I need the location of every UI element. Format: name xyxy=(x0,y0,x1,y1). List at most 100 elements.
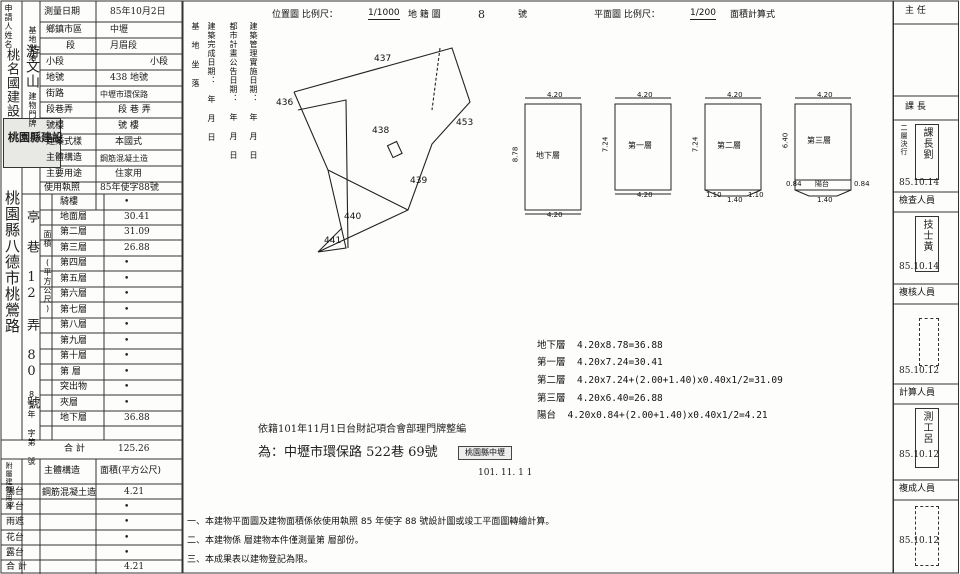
handwritten-address: 為：中壢市環保路 522巷 69號 xyxy=(258,445,438,460)
annex-structure: 鋼筋混凝土造 xyxy=(42,488,97,498)
usage-value: 住家用 xyxy=(115,169,143,179)
parcel-boundary-main xyxy=(293,47,471,253)
dim-small-3: 0.84 xyxy=(854,180,870,188)
annex-area: • xyxy=(124,517,130,527)
formula-row-3: 第三層 4.20x6.40=26.88 xyxy=(537,390,663,404)
formula-row-1: 第一層 4.20x7.24=30.41 xyxy=(537,354,663,368)
plan-label: 平面圖 比例尺： xyxy=(594,10,660,20)
plan-balcony xyxy=(794,179,852,191)
plan0-bottom: 4.20 xyxy=(547,211,563,219)
info-label-0: 建築完成日期： 年 月 日 xyxy=(207,22,216,142)
usage-label: 主要用途 xyxy=(46,169,83,179)
role-title-2: 檢查人員 xyxy=(899,196,936,206)
note-stamp: 桃園縣中壢 xyxy=(458,446,512,460)
annex-name: 雨遮 xyxy=(6,517,25,527)
plan3-bottom: 1.40 xyxy=(817,196,833,204)
role-note-1: 二層決行 xyxy=(900,124,908,156)
formula-row-0: 地下層 4.20x8.78=36.88 xyxy=(537,337,663,351)
plan-scale: 1/200 xyxy=(690,8,716,20)
sheet-suffix: 號 xyxy=(518,10,528,20)
formula-text: 4.20x8.78=36.88 xyxy=(576,340,663,351)
formula-row-4: 陽台 4.20x0.84+(2.00+1.40)x0.40x1/2=4.21 xyxy=(537,407,768,421)
annex-header-area: 面積(平方公尺) xyxy=(100,466,162,476)
floor-area: • xyxy=(124,197,130,207)
loc-value-5: 段 巷 弄 xyxy=(118,105,151,115)
role-date-2: 85.10.14 xyxy=(899,262,940,272)
floor-area: • xyxy=(124,398,130,408)
floor-area: • xyxy=(124,351,130,361)
plan1-bottom: 4.20 xyxy=(637,191,653,199)
parcel-437: 437 xyxy=(374,54,392,64)
floor-name: 第五層 xyxy=(60,274,88,284)
floor-name: 第二層 xyxy=(60,227,88,237)
plan-floor1 xyxy=(614,103,672,191)
formula-row-2: 第二層 4.20x7.24+(2.00+1.40)x0.40x1/2=31.09 xyxy=(537,372,783,386)
formula-text: 4.20x0.84+(2.00+1.40)x0.40x1/2=4.21 xyxy=(567,410,768,421)
parcel-438: 438 xyxy=(372,126,390,136)
floor-area: • xyxy=(124,305,130,315)
loc-value-0: 中壢 xyxy=(110,25,129,35)
survey-date-value: 85年10月2日 xyxy=(110,7,166,17)
location-scale: 1/1000 xyxy=(368,8,400,20)
area-calc-label: 面積計算式 xyxy=(730,10,776,20)
annex-name: 陽台 xyxy=(6,487,25,497)
floor-area: 31.09 xyxy=(124,227,150,237)
location-map-label: 位置圖 比例尺： xyxy=(272,10,338,20)
role-title-4: 計算人員 xyxy=(899,388,936,398)
plan0-width: 4.20 xyxy=(547,91,563,99)
role-name-1: 課長劉 xyxy=(921,127,932,160)
group-base: 基地坐落 xyxy=(28,26,37,62)
role-stamp-4: 測工呂 xyxy=(915,408,939,468)
structure-label: 主體構造 xyxy=(46,153,83,163)
annex-area: • xyxy=(124,502,130,512)
dim-small-2: 0.84 xyxy=(786,180,802,188)
floor-name: 第 層 xyxy=(60,367,81,377)
loc-value-2: 小段 xyxy=(150,57,169,67)
floors-group-label: 面積 (平方公尺) xyxy=(43,230,52,314)
note-date: 101. 11. 1 1 xyxy=(478,468,533,478)
plan2-label: 第二層 xyxy=(717,141,741,150)
floor-plans xyxy=(524,97,852,215)
cadastral-sketch xyxy=(293,47,471,253)
floor-area: • xyxy=(124,258,130,268)
loc-label-6: 號樓 xyxy=(46,121,65,131)
building-type-value: 本國式 xyxy=(115,137,143,147)
floor-name: 第十層 xyxy=(60,351,88,361)
cadastral-label: 地 籍 圖 xyxy=(408,10,441,20)
floor-name: 第八層 xyxy=(60,320,88,330)
loc-label-0: 鄉鎮市區 xyxy=(46,25,83,35)
permit-value: 85年使字88號 xyxy=(100,183,159,193)
role-name-2: 技士黃 xyxy=(921,219,932,252)
floor-name: 突出物 xyxy=(60,382,88,392)
total-label: 合 計 xyxy=(64,444,85,454)
formula-text: 4.20x7.24+(2.00+1.40)x0.40x1/2=31.09 xyxy=(576,375,783,386)
annex-name: 露台 xyxy=(6,548,25,558)
applicant-seal-stamp: 桃園縣建設 xyxy=(3,118,63,168)
footer-line-2: 三、本成果表以建物登記為限。 xyxy=(187,555,314,565)
floor-name: 第六層 xyxy=(60,289,88,299)
annex-name: 平台 xyxy=(6,502,25,512)
annex-name: 合 計 xyxy=(6,562,27,572)
floor-name: 第四層 xyxy=(60,258,88,268)
plan3-label: 第三層 xyxy=(807,136,831,145)
footer-line-0: 一、本建物平面圖及建物面積係依使用執照 85 年使字 88 號設計圖或竣工平面圖… xyxy=(187,517,555,527)
application-no: 85年 字第 號 xyxy=(27,390,36,466)
parcel-440: 440 xyxy=(344,212,362,222)
address-vertical: 桃園縣八德市桃鶯路 xyxy=(3,190,21,334)
loc-label-4: 街路 xyxy=(46,89,65,99)
plan3-width: 4.20 xyxy=(817,91,833,99)
plan0-depth: 8.78 xyxy=(511,146,520,163)
loc-value-6: 號 樓 xyxy=(118,121,139,131)
seal-text: 桃園縣建設 xyxy=(8,131,63,144)
info-label-3: 基 地 坐 落 xyxy=(191,22,200,88)
loc-label-5: 段巷弄 xyxy=(46,105,74,115)
floor-area: • xyxy=(124,382,130,392)
role-stamp-1: 課長劉 xyxy=(915,124,939,180)
role-title-5: 複成人員 xyxy=(899,484,936,494)
floor-name: 地下層 xyxy=(60,413,88,423)
sheet-no: 8 xyxy=(478,8,485,21)
floor-name: 第九層 xyxy=(60,336,88,346)
role-stamp-2: 技士黃 xyxy=(915,216,939,272)
